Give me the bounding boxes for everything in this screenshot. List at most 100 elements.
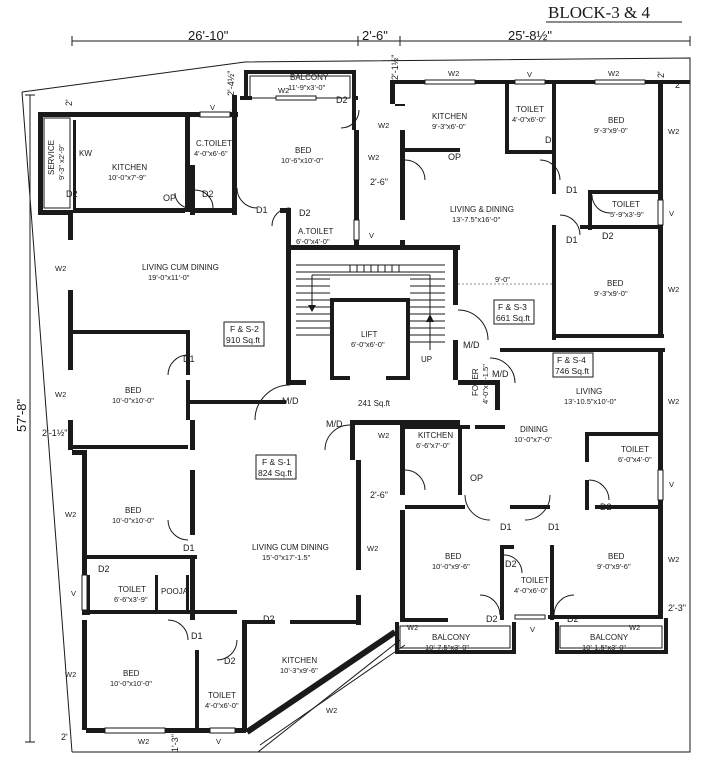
tag-w2: W2 [407,623,418,632]
room-toilet-3: TOILET [516,105,544,114]
tag-op: OP [163,193,176,203]
unit-fs4-name: F & S-4 [557,355,586,365]
tag-d2: D2 [299,208,311,218]
dim-right-top: 2' [675,80,682,90]
room-dining: DINING [520,425,548,434]
room-toilet-1: TOILET [118,585,146,594]
room-balcony-3: BALCONY [590,633,629,642]
room-bed-4-size: 10'-0"x10'-0" [110,679,152,688]
room-labels: SERVICE 9'-3" x2'-9" KW KITCHEN 10'-0"x7… [47,73,652,710]
room-living-3: LIVING & DINING [450,205,514,214]
room-balcony-3-size: 10'-1.5"x3'-0" [582,643,626,652]
tag-w2: W2 [65,510,76,519]
windows [81,79,664,734]
tag-v: V [527,70,532,79]
tag-d1: D1 [183,354,195,364]
room-living-4-size: 13'-10.5"x10'-0" [564,397,617,406]
tag-w2: W2 [55,390,66,399]
tag-d2: D2 [486,614,498,624]
tag-v: V [530,625,535,634]
dim-left-width: 26'-10" [188,28,229,43]
door-swings [167,109,611,661]
room-kitchen-4-size: 6'-6"x7'-0" [416,441,450,450]
room-toilet-5-size: 6'-0"x4'-0" [618,455,652,464]
room-bed-top: BED [295,146,312,155]
room-ctoilet-size: 4'-0"x6'-6" [194,149,228,158]
tag-w2: W2 [608,69,619,78]
room-living-3-size: 13'-7.5"x16'-0" [452,215,501,224]
room-bed-8: BED [608,552,625,561]
tag-d2: D2 [202,189,214,199]
room-bed-6-size: 9'-3"x9'-0" [594,289,628,298]
room-dining-size: 10'-0"x7'-0" [514,435,552,444]
room-atoilet-size: 6'-0"x4'-0" [296,237,330,246]
unit-fs2-area: 910 Sq.ft [226,335,261,345]
tag-w2: W2 [55,264,66,273]
room-service: SERVICE [47,140,56,175]
room-kitchen-3: KITCHEN [432,112,467,121]
tag-md: M/D [463,340,480,350]
unit-fs1-name: F & S-1 [262,457,291,467]
room-toilet-2-size: 4'-0"x6'-0" [205,701,239,710]
room-living-2-size: 19'-0"x11'-0" [148,273,190,282]
tag-d1: D1 [191,631,203,641]
room-bed-2: BED [125,386,142,395]
room-bed-6: BED [607,279,624,288]
room-balcony-2: BALCONY [432,633,471,642]
tag-w2: W2 [668,397,679,406]
tag-w2: W2 [668,127,679,136]
tag-d2: D2 [263,614,275,624]
tag-d2: D2 [98,564,110,574]
dim-total-height: 57'-8" [14,398,29,432]
tag-d1: D1 [183,543,195,553]
tag-d2: D2 [505,559,517,569]
room-living-1: LIVING CUM DINING [252,543,329,552]
opening-dim: 9'-0" [495,275,510,284]
dim-mid-width: 2'-6" [362,28,388,43]
room-toilet-5: TOILET [621,445,649,454]
foyer-size: 4'-0"x6'-1.5" [481,364,490,404]
room-toilet-3-size: 4'-0"x6'-0" [512,115,546,124]
unit-fs4-area: 746 Sq.ft [555,366,590,376]
tag-w2: W2 [367,544,378,553]
room-toilet-6-size: 4'-0"x6'-0" [514,586,548,595]
tag-md: M/D [326,419,343,429]
room-toilet-2: TOILET [208,691,236,700]
tag-d2: D2 [600,502,612,512]
foyer-label: FOYER [471,368,480,396]
tag-w2: W2 [278,86,289,95]
room-bed-5: BED [608,116,625,125]
tag-op: OP [448,152,461,162]
tag-md: M/D [492,369,509,379]
unit-fs2-name: F & S-2 [230,324,259,334]
room-bed-4: BED [123,669,140,678]
tag-d1: D1 [548,522,560,532]
tag-d1: D1 [566,185,578,195]
room-kitchen-3-size: 9'-3"x6'-0" [432,122,466,131]
room-kitchen-2: KITCHEN [282,656,317,665]
room-kitchen-1: KITCHEN [112,163,147,172]
tag-v: V [669,209,674,218]
tag-d2: D2 [224,656,236,666]
lift-label: LIFT [361,330,378,339]
room-balcony-2-size: 10'-7.5"x3'-0" [425,643,469,652]
room-kitchen-4: KITCHEN [418,431,453,440]
room-kitchen-1-size: 10'-0"x7'-9" [108,173,146,182]
dim-right-width: 25'-8½" [508,28,552,43]
dim-bottom-offset: 1'-3" [170,734,180,752]
tag-d2: D2 [567,614,579,624]
dim-passage-bottom: 2'-6" [370,490,388,500]
room-balcony-top: BALCONY [290,73,329,82]
tag-w2: W2 [326,706,337,715]
unit-fs3-area: 661 Sq.ft [496,313,531,323]
door-window-tags: D1 D1 D1 D1 D1 D1 D1 D1 D2 D2 D2 D2 D2 D… [55,69,679,746]
tag-w2: W2 [378,431,389,440]
tag-d2: D2 [602,231,614,241]
room-bed-5-size: 9'-3"x9'-0" [594,126,628,135]
tag-v: V [210,103,215,112]
top-dimension: 26'-10" 2'-6" 25'-8½" [71,28,691,46]
dim-balcony-depth: 2'-4½" [226,71,236,96]
tag-w2: W2 [668,555,679,564]
tag-w2: W2 [378,121,389,130]
tag-w2: W2 [65,670,76,679]
